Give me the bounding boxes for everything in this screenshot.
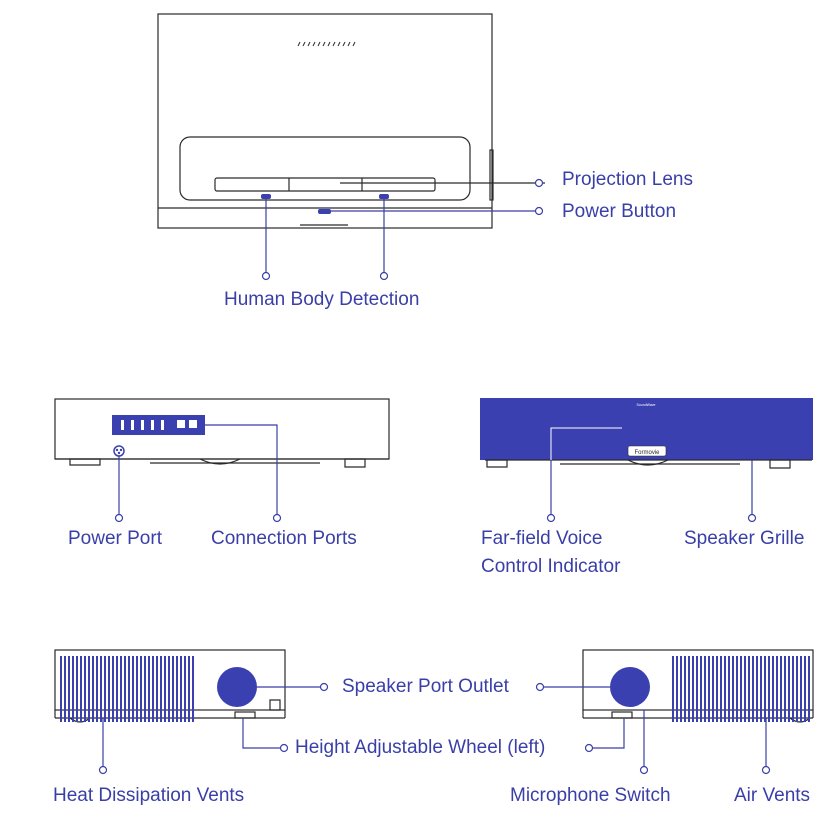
label-power-button: Power Button — [562, 201, 677, 222]
height-wheel-marker-right — [584, 743, 594, 753]
label-projection-lens: Projection Lens — [562, 169, 693, 190]
grille-base — [485, 459, 812, 469]
connection-ports-marker — [272, 513, 282, 523]
label-power-port: Power Port — [68, 528, 162, 549]
label-connection-ports: Connection Ports — [211, 528, 357, 549]
front-panel — [179, 136, 471, 201]
heat-dissipation-vents — [58, 656, 196, 722]
body-detection-marker-right — [379, 271, 389, 281]
label-heat-vents: Heat Dissipation Vents — [53, 785, 245, 806]
power-button-marker — [534, 206, 544, 216]
label-far-field-line1: Far-field Voice — [481, 528, 603, 549]
projector-body-rear — [54, 398, 390, 460]
label-microphone-switch: Microphone Switch — [510, 785, 671, 806]
projector-body-front — [157, 13, 493, 229]
body-detection-marker-left — [261, 271, 271, 281]
label-far-field-line2: Control Indicator — [481, 556, 621, 577]
speaker-port-marker-left — [319, 682, 329, 692]
power-port-socket — [113, 445, 125, 457]
leaders-left-side — [98, 682, 329, 775]
speaker-port-left — [217, 667, 257, 707]
formovie-logo-plate — [627, 445, 667, 457]
top-vent-slots — [297, 41, 356, 47]
connection-port-slots — [121, 420, 197, 430]
microphone-switch-marker — [639, 765, 649, 775]
leaders-rear — [114, 424, 282, 523]
height-wheel-marker-left — [279, 743, 289, 753]
projector-rear-view — [54, 398, 390, 468]
speaker-grille-marker — [747, 513, 757, 523]
far-field-marker — [546, 513, 556, 523]
projection-lens-marker — [534, 178, 544, 188]
speaker-port-right — [610, 667, 650, 707]
label-speaker-grille: Speaker Grille — [684, 528, 805, 549]
heat-vents-marker — [98, 765, 108, 775]
label-speaker-port-outlet: Speaker Port Outlet — [342, 676, 509, 697]
label-air-vents: Air Vents — [734, 785, 811, 806]
air-vents-marker — [761, 765, 771, 775]
projection-lens-window — [214, 177, 436, 192]
power-button-indicator — [318, 209, 331, 214]
projector-front-view — [157, 13, 545, 229]
leaders-front — [261, 178, 544, 281]
body-sensor-left — [261, 194, 271, 199]
label-human-body-detection: Human Body Detection — [224, 289, 420, 310]
air-vents — [672, 656, 810, 722]
power-port-marker — [114, 513, 124, 523]
leaders-right-side — [535, 682, 771, 775]
brand-top-mark: SoundWave — [637, 403, 656, 407]
label-height-wheel: Height Adjustable Wheel (left) — [295, 737, 546, 758]
leaders-grille — [546, 460, 757, 523]
formovie-logo: Formovie — [634, 450, 660, 456]
speaker-port-marker-right — [535, 682, 545, 692]
body-sensor-right — [379, 194, 389, 199]
